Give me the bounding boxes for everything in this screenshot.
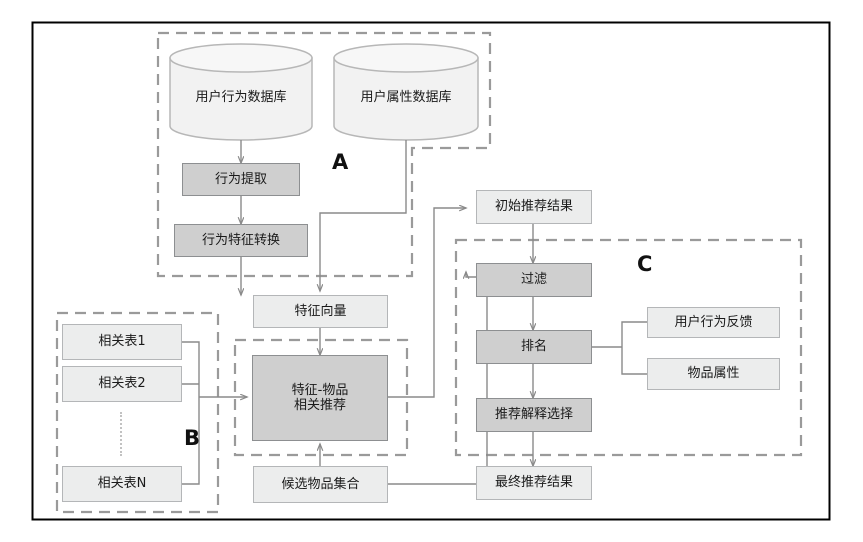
outer-frame: [31, 21, 831, 521]
group-a-boundary: [156, 31, 492, 278]
group-label-c: C: [637, 252, 653, 276]
conn-attrdb-to-vector: [320, 140, 407, 291]
group-b-boundary: [55, 311, 220, 514]
user-attribute-db-label: 用户属性数据库: [360, 89, 452, 105]
conn-candidate-to-filter: [388, 272, 488, 485]
node-relation-table-n[interactable]: 相关表N: [62, 466, 182, 502]
user-behavior-db-label: 用户行为数据库: [195, 89, 287, 105]
node-feature-item-recommend-line1: 特征-物品: [291, 382, 349, 398]
conn-feedback-bus: [621, 321, 647, 347]
node-recommend-explain-select[interactable]: 推荐解释选择: [476, 398, 592, 432]
node-filter[interactable]: 过滤: [476, 263, 592, 297]
node-final-recommend-result[interactable]: 最终推荐结果: [476, 466, 592, 500]
conn-core-to-initial: [388, 208, 466, 398]
group-c-boundary: [454, 238, 803, 457]
user-behavior-db-cylinder: [169, 43, 313, 141]
user-attribute-db-cylinder: [333, 43, 479, 141]
group-label-b: B: [184, 426, 201, 450]
group-label-a: A: [332, 150, 349, 174]
conn-table1-bus: [182, 341, 200, 397]
node-behavior-feature-transform[interactable]: 行为特征转换: [174, 224, 308, 257]
relation-table-ellipsis: [120, 412, 124, 456]
conn-itemattr-bus: [621, 347, 647, 375]
node-behavior-extraction[interactable]: 行为提取: [182, 163, 300, 196]
node-ranking[interactable]: 排名: [476, 330, 592, 364]
node-relation-table-2[interactable]: 相关表2: [62, 366, 182, 402]
node-item-attribute[interactable]: 物品属性: [647, 358, 780, 390]
node-feature-vector[interactable]: 特征向量: [253, 295, 388, 328]
node-feature-item-recommend-line2: 相关推荐: [293, 398, 346, 413]
node-user-behavior-feedback[interactable]: 用户行为反馈: [647, 307, 780, 338]
node-relation-table-1[interactable]: 相关表1: [62, 324, 182, 360]
conn-tablen-bus: [182, 397, 200, 485]
node-candidate-item-set[interactable]: 候选物品集合: [253, 466, 388, 503]
node-initial-recommend-result[interactable]: 初始推荐结果: [476, 190, 592, 224]
node-feature-item-recommend[interactable]: 特征-物品 相关推荐: [252, 355, 388, 441]
